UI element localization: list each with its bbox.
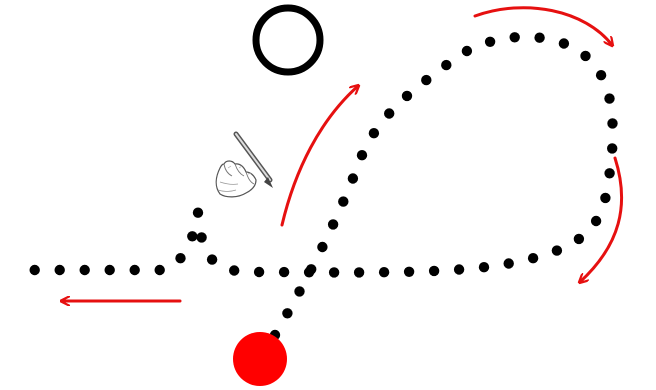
trace-dot xyxy=(384,108,394,118)
trace-dot xyxy=(357,150,367,160)
trace-dot xyxy=(155,265,165,275)
hand-holding-pencil-icon xyxy=(216,134,273,197)
trace-dot xyxy=(552,245,562,255)
trace-dot xyxy=(105,265,115,275)
trace-dot xyxy=(485,37,495,47)
trace-dot xyxy=(282,308,292,318)
trace-dot xyxy=(600,193,610,203)
trace-dot xyxy=(379,267,389,277)
trace-dot xyxy=(591,216,601,226)
trace-dot xyxy=(559,38,569,48)
trace-dot xyxy=(604,93,614,103)
trace-dot xyxy=(607,143,617,153)
trace-dot xyxy=(175,253,185,263)
trace-dot xyxy=(354,267,364,277)
trace-dot xyxy=(254,267,264,277)
trace-dot xyxy=(402,91,412,101)
trace-dot xyxy=(80,265,90,275)
trace-dot xyxy=(580,51,590,61)
trace-dot xyxy=(294,286,304,296)
trace-dot xyxy=(479,262,489,272)
trace-dot xyxy=(574,234,584,244)
trace-dot xyxy=(187,231,197,241)
trace-dot xyxy=(279,267,289,277)
dotted-trace-path xyxy=(30,32,618,340)
trace-dot xyxy=(596,70,606,80)
start-point-red-dot xyxy=(233,332,287,386)
trace-dot xyxy=(429,266,439,276)
trace-dot xyxy=(30,265,40,275)
trace-dot xyxy=(317,242,327,252)
trace-dot xyxy=(421,75,431,85)
trace-dot xyxy=(328,219,338,229)
trace-dot xyxy=(604,168,614,178)
trace-dot xyxy=(304,267,314,277)
trace-dot xyxy=(369,128,379,138)
end-point-circle xyxy=(256,8,320,72)
trace-dot xyxy=(130,265,140,275)
trace-dot xyxy=(534,33,544,43)
trace-dot xyxy=(338,196,348,206)
trace-dot xyxy=(454,264,464,274)
trace-dot xyxy=(510,32,520,42)
trace-dot xyxy=(504,258,514,268)
trace-dot xyxy=(196,232,206,242)
trace-dot xyxy=(193,208,203,218)
trace-dot xyxy=(329,267,339,277)
trace-dot xyxy=(528,253,538,263)
trace-dot xyxy=(607,118,617,128)
trace-dot xyxy=(229,265,239,275)
trace-dot xyxy=(441,60,451,70)
trace-dot xyxy=(462,46,472,56)
trace-dot xyxy=(404,267,414,277)
trace-dot xyxy=(348,173,358,183)
trace-dot xyxy=(207,254,217,264)
trace-dot xyxy=(55,265,65,275)
